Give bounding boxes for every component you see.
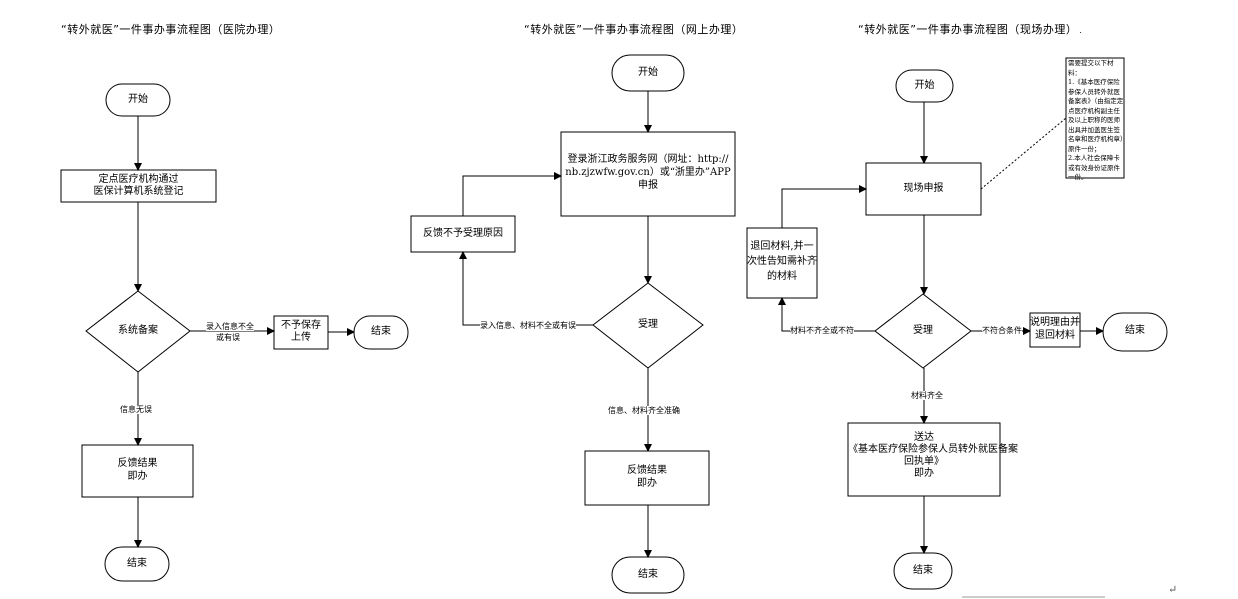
onsite-apply-label: 现场申报 [903,183,944,194]
paragraph-mark: ↵ [1168,583,1178,596]
onsite-end-right-label: 结束 [1125,325,1145,336]
onsite-title: “转外就医”一件事办事流程图（现场办理）. [858,23,1083,36]
hospital-title: “转外就医”一件事办事流程图（医院办理） [61,23,281,36]
online-login-line-2: nb.zjzwfw.gov.cn）或“浙里办”APP [565,167,731,178]
online-end-label: 结束 [638,569,658,580]
onsite-explain-line-1: 说明理由并 [1030,317,1080,328]
online-feedback-reject-label: 反馈不予受理原因 [423,228,503,239]
onsite-materials-note: 需要提交以下材料： 1.《基本医疗保险参保人员转外就医备案表》（由指定定点医疗机… [1068,59,1124,183]
materials-note-item-2: 2.本人社会保障卡或有效身份证原件一份。 [1068,154,1120,181]
hospital-ok-label: 信息无误 [120,405,152,414]
onsite-deliver-line-2: 《基本医疗保险参保人员转外就医备案 [848,444,1018,455]
online-start-label: 开始 [638,67,658,78]
materials-note-item-1: 1.《基本医疗保险参保人员转外就医备案表》（由指定定点医疗机构副主任及以上职称的… [1068,78,1124,153]
online-title: “转外就医”一件事办事流程图（网上办理） [524,23,744,36]
online-login-line-1: 登录浙江政务服务网（网址：http:// [567,154,729,165]
hospital-result-line-1: 反馈结果 [117,458,158,469]
connector [781,185,867,228]
hospital-register-line-1: 定点医疗机构通过 [98,174,179,185]
onsite-return-line-3: 的材料 [767,271,797,282]
hospital-decision-label: 系统备案 [118,325,158,336]
hospital-result-line-2: 即办 [127,471,148,482]
online-result-line-2: 即办 [637,478,657,489]
online-result-line-1: 反馈结果 [627,465,667,476]
onsite-start-label: 开始 [914,80,935,91]
note-leader-line [980,117,1067,190]
online-reject-label: 录入信息、材料不全或有误 [480,321,576,330]
onsite-return-line-1: 退回材料,并一 [750,241,814,252]
online-ok-label: 信息、材料齐全准确 [608,406,680,415]
hospital-end-right-label: 结束 [371,326,391,337]
hospital-error-label-2: 或有误 [216,333,240,342]
materials-note-box [1065,57,1125,179]
hospital-end-label: 结束 [127,558,147,569]
decision-diamond [874,293,972,369]
hospital-register-line-2: 医保计算机系统登记 [93,186,184,197]
onsite-deliver-line-4: 即办 [914,468,934,479]
hospital-no-save-line-2: 上传 [291,332,311,343]
onsite-decision-label: 受理 [913,325,933,336]
onsite-return-line-2: 次性告知需补齐 [747,256,817,267]
connector [459,251,593,326]
hospital-error-label-1: 录入信息不全 [206,322,254,331]
onsite-deliver-line-3: 回执单》 [904,456,944,467]
online-decision-label: 受理 [638,319,658,330]
onsite-complete-label: 材料齐全 [911,391,943,400]
hospital-start-label: 开始 [128,94,148,105]
onsite-explain-line-2: 退回材料 [1035,330,1075,341]
onsite-end-label: 结束 [913,565,933,576]
materials-note-heading: 需要提交以下材料： [1068,59,1114,77]
onsite-incomplete-label: 材料不齐全或不符 [790,326,854,335]
connector [462,172,562,216]
onsite-noncompliant-label: 不符合条件 [982,326,1022,335]
hospital-no-save-line-1: 不予保存 [281,320,321,331]
online-login-line-3: 申报 [638,180,658,191]
onsite-deliver-line-1: 送达 [914,432,934,443]
